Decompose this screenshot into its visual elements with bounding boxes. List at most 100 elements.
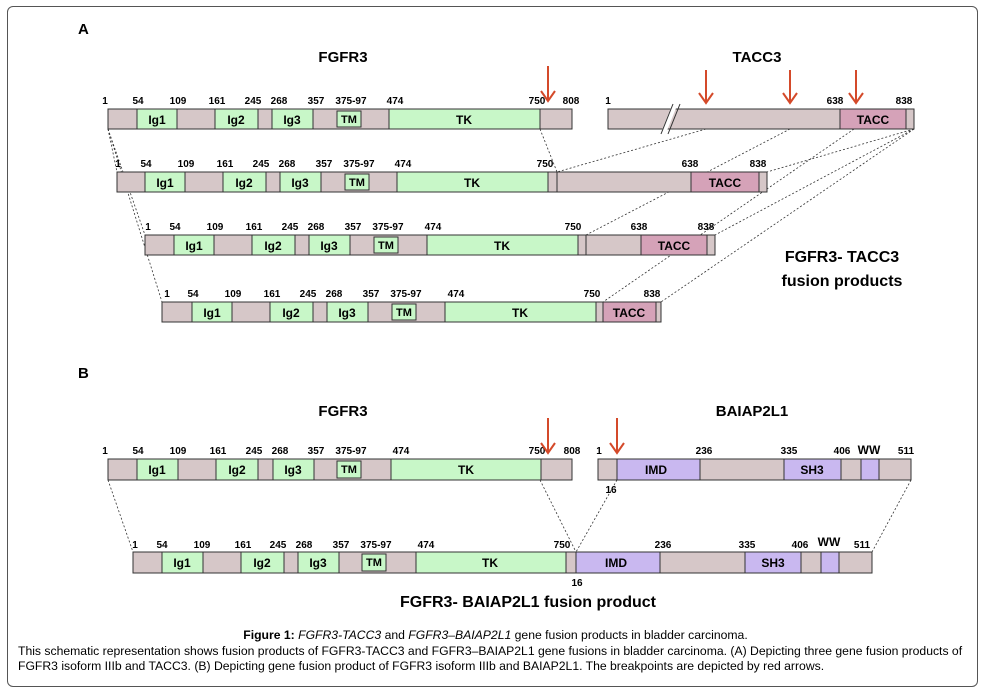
fb-ig1: Ig1 (173, 556, 191, 570)
fb-pos-375-97: 375-97 (360, 540, 392, 551)
panel-b-label: B (78, 365, 89, 382)
pos-54: 54 (132, 96, 144, 107)
tacc-pos-1: 1 (605, 96, 611, 107)
f2-tacc: TACC (658, 239, 691, 253)
f3-pos-268: 268 (326, 289, 343, 300)
f2-ig2: Ig2 (264, 239, 282, 253)
f3-ig3: Ig3 (338, 306, 356, 320)
b-pos-474: 474 (393, 446, 410, 457)
f2-pos-109: 109 (207, 222, 224, 233)
fusion-label-a-2: fusion products (782, 273, 903, 290)
caption-prefix: Figure 1: (243, 628, 299, 642)
b-tm: TM (341, 464, 357, 476)
pos-268: 268 (271, 96, 288, 107)
figure-caption-title: Figure 1: FGFR3-TACC3 and FGFR3–BAIAP2L1… (18, 628, 973, 643)
fb-ig3: Ig3 (309, 556, 327, 570)
fb-pos-268: 268 (296, 540, 313, 551)
fb-pos-109: 109 (194, 540, 211, 551)
baiap-title: BAIAP2L1 (716, 403, 789, 420)
breakpoint-arrow-icon (540, 418, 556, 455)
f3-pos-245: 245 (300, 289, 317, 300)
fb-pos-54: 54 (156, 540, 168, 551)
f3-pos-161: 161 (264, 289, 281, 300)
f1-pos-357: 357 (316, 159, 333, 170)
f1-pos-474: 474 (395, 159, 412, 170)
caption-gene2: FGFR3–BAIAP2L1 (408, 628, 512, 642)
f3-pos-838: 838 (644, 289, 661, 300)
bai-pos-16: 16 (605, 485, 617, 496)
bai-pos-406: 406 (834, 446, 851, 457)
b-pos-750: 750 (529, 446, 546, 457)
pos-357: 357 (308, 96, 325, 107)
pos-474: 474 (387, 96, 404, 107)
f1-ig2: Ig2 (235, 176, 253, 190)
f3-ig1: Ig1 (203, 306, 221, 320)
ig3-label: Ig3 (283, 113, 301, 127)
pos-750: 750 (529, 96, 546, 107)
tacc3-wildtype: TACC 1 638 838 (605, 96, 915, 135)
fb-pos-245: 245 (270, 540, 287, 551)
breakpoint-arrow-icon (698, 70, 714, 105)
b-pos-808: 808 (564, 446, 581, 457)
fusion-product-3: Ig1 Ig2 Ig3 TM TK TACC 1 54 109 161 245 … (161, 289, 662, 323)
f1-tacc: TACC (709, 176, 742, 190)
b-pos-161: 161 (210, 446, 227, 457)
b-pos-109: 109 (170, 446, 187, 457)
tk-label: TK (456, 113, 472, 127)
f2-ig3: Ig3 (320, 239, 338, 253)
baiap2l1-wildtype: IMD SH3 WW 1 236 335 406 511 16 (596, 443, 914, 496)
fgfr3-wildtype-b: Ig1 Ig2 Ig3 TM TK 1 54 109 161 245 268 3… (102, 446, 581, 481)
f1-pos-750: 750 (537, 159, 554, 170)
b-tk: TK (458, 463, 474, 477)
f3-pos-1: 1 (164, 289, 170, 300)
figure-frame (7, 6, 978, 687)
fusion-product-1: Ig1 Ig2 Ig3 TM TK TACC 1 54 109 161 245 … (115, 159, 768, 193)
fusion-label-a-1: FGFR3- TACC3 (785, 249, 899, 266)
caption-suffix: gene fusion products in bladder carcinom… (511, 628, 748, 642)
fb-ww: WW (818, 535, 841, 549)
f2-pos-638: 638 (631, 222, 648, 233)
fgfr3-title-a: FGFR3 (318, 49, 367, 66)
b-pos-375-97: 375-97 (335, 446, 367, 457)
f3-ig2: Ig2 (282, 306, 300, 320)
bai-pos-236: 236 (696, 446, 713, 457)
fb-pos-511: 511 (854, 540, 871, 551)
f2-pos-54: 54 (169, 222, 181, 233)
fusion-product-b: Ig1 Ig2 Ig3 TM TK IMD SH3 WW 1 54 109 16… (132, 535, 873, 589)
pos-375-97: 375-97 (335, 96, 367, 107)
fgfr3-wildtype-a: Ig1 Ig2 Ig3 TM TK 1 54 109 161 245 268 3… (102, 96, 580, 130)
b-pos-357: 357 (308, 446, 325, 457)
f1-pos-838: 838 (750, 159, 767, 170)
f1-ig1: Ig1 (156, 176, 174, 190)
bai-pos-335: 335 (781, 446, 798, 457)
f3-tm: TM (396, 307, 412, 319)
f3-pos-54: 54 (187, 289, 199, 300)
ig2-label: Ig2 (227, 113, 245, 127)
fb-pos-750: 750 (554, 540, 571, 551)
breakpoint-arrow-icon (540, 66, 556, 103)
f1-tm: TM (349, 177, 365, 189)
fb-tk: TK (482, 556, 498, 570)
b-ig2: Ig2 (228, 463, 246, 477)
bai-pos-1: 1 (596, 446, 602, 457)
caption-and: and (381, 628, 409, 642)
b-pos-268: 268 (272, 446, 289, 457)
ww-label: WW (858, 443, 881, 457)
fb-tm: TM (366, 557, 382, 569)
imd-label: IMD (645, 463, 667, 477)
pos-161: 161 (209, 96, 226, 107)
bai-pos-511: 511 (898, 446, 915, 457)
fb-pos-406: 406 (792, 540, 809, 551)
fb-pos-1: 1 (132, 540, 138, 551)
breakpoint-arrows-b (540, 418, 625, 455)
fb-imd: IMD (605, 556, 627, 570)
f1-pos-161: 161 (217, 159, 234, 170)
fusion-label-b: FGFR3- BAIAP2L1 fusion product (400, 594, 657, 611)
fb-pos-474: 474 (418, 540, 435, 551)
pos-245: 245 (245, 96, 262, 107)
f2-pos-474: 474 (425, 222, 442, 233)
f2-tm: TM (378, 240, 394, 252)
breakpoint-arrow-icon (609, 418, 625, 455)
figure-caption-body: This schematic representation shows fusi… (18, 644, 963, 673)
